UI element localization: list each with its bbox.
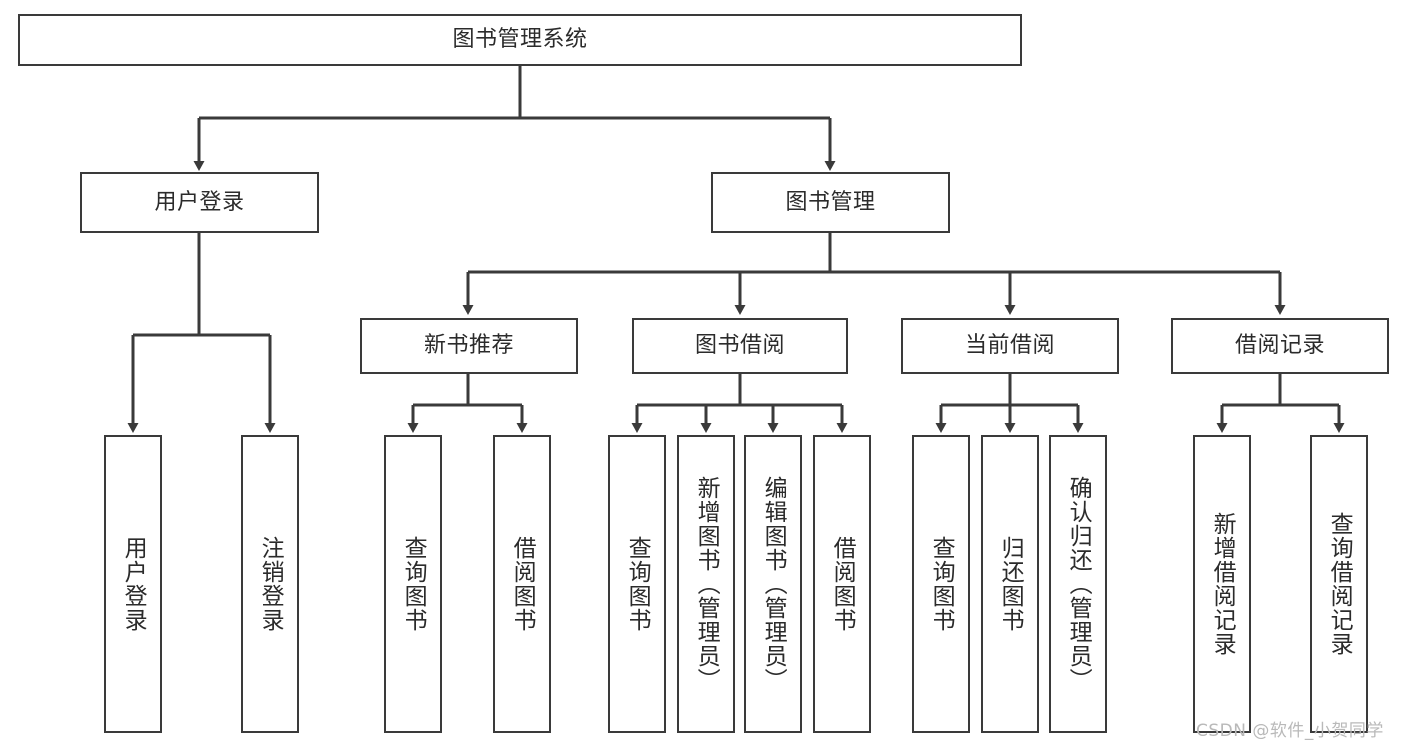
leaf-bb-add-book[interactable]: 新增图书（管理员） [677, 435, 735, 733]
node-root-label: 图书管理系统 [452, 27, 588, 53]
leaf-user-login[interactable]: 用户登录 [104, 435, 162, 733]
leaf-br-add-record[interactable]: 新增借阅记录 [1193, 435, 1251, 733]
csdn-watermark: CSDN @软件_小贺同学 [1196, 721, 1384, 741]
leaf-bb-edit-book[interactable]: 编辑图书（管理员） [744, 435, 802, 733]
leaf-br-query-record[interactable]: 查询借阅记录 [1310, 435, 1368, 733]
node-root[interactable]: 图书管理系统 [18, 14, 1022, 66]
leaf-bb-add-book-label: 新增图书（管理员） [693, 476, 720, 692]
leaf-bb-query-book-label: 查询图书 [624, 536, 651, 632]
node-current-borrow-label: 当前借阅 [964, 333, 1055, 359]
node-new-book-recommend-label: 新书推荐 [423, 333, 514, 359]
leaf-br-add-record-label: 新增借阅记录 [1209, 512, 1236, 656]
leaf-nb-borrow-book-label: 借阅图书 [509, 536, 536, 632]
leaf-cb-confirm-return-label: 确认归还（管理员） [1065, 476, 1092, 692]
node-new-book-recommend[interactable]: 新书推荐 [360, 318, 578, 374]
node-book-management[interactable]: 图书管理 [711, 172, 950, 233]
leaf-nb-query-book[interactable]: 查询图书 [384, 435, 442, 733]
leaf-br-query-record-label: 查询借阅记录 [1326, 512, 1353, 656]
node-book-management-label: 图书管理 [785, 189, 876, 215]
leaf-nb-borrow-book[interactable]: 借阅图书 [493, 435, 551, 733]
node-current-borrow[interactable]: 当前借阅 [901, 318, 1119, 374]
node-book-borrow-label: 图书借阅 [694, 333, 785, 359]
leaf-bb-borrow-book[interactable]: 借阅图书 [813, 435, 871, 733]
leaf-user-login-label: 用户登录 [120, 536, 147, 632]
leaf-cb-query-book[interactable]: 查询图书 [912, 435, 970, 733]
leaf-bb-edit-book-label: 编辑图书（管理员） [760, 476, 787, 692]
leaf-bb-query-book[interactable]: 查询图书 [608, 435, 666, 733]
leaf-logout-label: 注销登录 [257, 536, 284, 632]
node-user-login-label: 用户登录 [154, 189, 245, 215]
leaf-bb-borrow-book-label: 借阅图书 [829, 536, 856, 632]
leaf-nb-query-book-label: 查询图书 [400, 536, 427, 632]
leaf-cb-return-book-label: 归还图书 [997, 536, 1024, 632]
leaf-cb-return-book[interactable]: 归还图书 [981, 435, 1039, 733]
leaf-cb-query-book-label: 查询图书 [928, 536, 955, 632]
node-user-login[interactable]: 用户登录 [80, 172, 319, 233]
leaf-cb-confirm-return[interactable]: 确认归还（管理员） [1049, 435, 1107, 733]
node-borrow-record-label: 借阅记录 [1234, 333, 1325, 359]
node-book-borrow[interactable]: 图书借阅 [632, 318, 848, 374]
node-borrow-record[interactable]: 借阅记录 [1171, 318, 1389, 374]
leaf-logout[interactable]: 注销登录 [241, 435, 299, 733]
